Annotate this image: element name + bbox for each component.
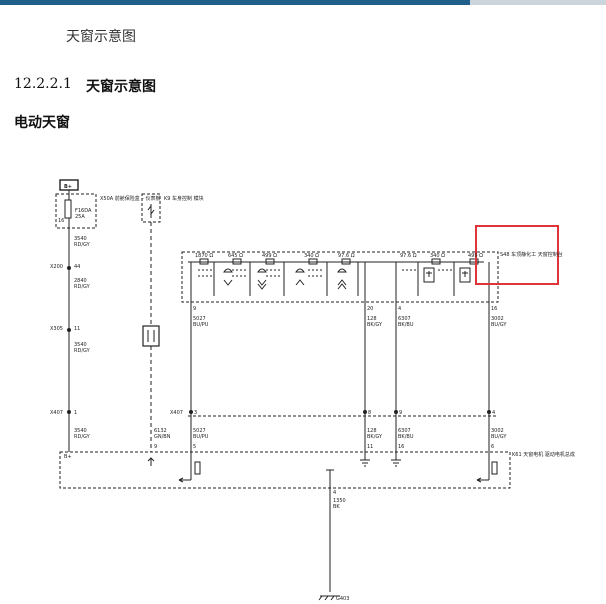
wire-a-color: BU/PU — [193, 322, 209, 328]
wire-bot-num: 3540 — [74, 428, 87, 434]
wire-top-num: 3540 — [74, 236, 87, 242]
bcm-connector — [142, 325, 160, 347]
wire-mid-num: 2840 — [74, 278, 87, 284]
wire-c-color-2: BK/BU — [398, 434, 414, 440]
fuse-rating: 25A — [75, 214, 85, 220]
pin-top: 4 — [398, 306, 401, 312]
wire-low-num: 3540 — [74, 342, 87, 348]
wire-c-num: 6307 — [398, 316, 411, 322]
wire-b-num-2: 128 — [367, 428, 377, 434]
pin-bottom: 6 — [491, 444, 494, 450]
motor-module-box — [59, 451, 511, 489]
pin-x407: 8 — [368, 410, 371, 416]
wire-d-num-2: 3002 — [491, 428, 504, 434]
switch-box — [181, 251, 499, 303]
gnd-wire-num: 1350 — [333, 498, 346, 504]
bcm-label: K9 车身控制 模块 — [164, 195, 204, 202]
wire-b-color: BK/GY — [367, 322, 383, 328]
bcm-wire-color: GN/BN — [154, 434, 171, 440]
pin-x407: 9 — [399, 410, 402, 416]
subsection-title: 电动天窗 — [14, 115, 70, 131]
pin-top: 9 — [193, 306, 196, 312]
pin-bottom: 11 — [367, 444, 373, 450]
res-label: 97.6 Ω — [338, 253, 355, 259]
section-title: 天窗示意图 — [86, 79, 156, 95]
wire-c-color: BK/BU — [398, 322, 414, 328]
wire-c-num-2: 6307 — [398, 428, 411, 434]
res-label: 97.6 Ω — [400, 253, 417, 259]
wire-b-color-2: BK/GY — [367, 434, 383, 440]
highlight-box — [475, 225, 559, 285]
x305-pin: 11 — [74, 326, 80, 332]
fuse-block-box — [55, 193, 97, 229]
pin-x407: 3 — [194, 410, 197, 416]
doc-title: 天窗示意图 — [66, 29, 136, 45]
res-label: 645 Ω — [228, 253, 243, 259]
x407-label-2: X407 — [170, 410, 183, 416]
top-banner-accent — [0, 0, 470, 5]
wire-mid-color: RD/GY — [74, 284, 91, 290]
bplus-small: B+ — [64, 454, 72, 460]
pin-top: 20 — [367, 306, 373, 312]
res-label: 499 Ω — [262, 253, 277, 259]
bcm-wire-num: 6132 — [154, 428, 167, 434]
fuse-id: F16DA — [75, 208, 92, 214]
section-number: 12.2.2.1 — [14, 76, 72, 92]
gnd-wire-color: BK — [333, 504, 340, 510]
switch-label: S48 车顶静化工 天窗控制台 — [500, 251, 563, 258]
res-label: 1870 Ω — [195, 253, 213, 259]
gnd-pin: 4 — [333, 490, 336, 496]
x200-pin: 44 — [74, 264, 80, 270]
ground-label: G403 — [336, 596, 349, 602]
top-banner — [0, 0, 606, 7]
wire-a-color-2: BU/PU — [193, 434, 209, 440]
res-label: 340 Ω — [304, 253, 319, 259]
top-banner-grey — [470, 0, 606, 5]
module-label: K61 天窗电机 驱动电机总成 — [512, 451, 575, 458]
wire-bot-color: RD/GY — [74, 434, 91, 440]
fuse-block-label: X50A 前舱保险盒 – 仪表板 — [100, 195, 160, 202]
fuse-symbol — [64, 199, 72, 219]
wire-low-color: RD/GY — [74, 348, 91, 354]
bcm-pin: 9 — [154, 444, 157, 450]
res-label: 340 Ω — [430, 253, 445, 259]
x200-label: X200 — [50, 264, 63, 270]
pin-top: 16 — [491, 306, 497, 312]
wire-d-color: BU/GY — [491, 322, 507, 328]
wire-a-num-2: 5027 — [193, 428, 206, 434]
x407-label: X407 — [50, 410, 63, 416]
x305-label: X305 — [50, 326, 63, 332]
wire-b-num: 128 — [367, 316, 377, 322]
x407-pin: 1 — [74, 410, 77, 416]
wire-d-color-2: BU/GY — [491, 434, 507, 440]
pin-bottom: 5 — [193, 444, 196, 450]
wire-top-color: RD/GY — [74, 242, 91, 248]
bplus-label: B+ — [64, 184, 72, 190]
res-label: 499 Ω — [468, 253, 483, 259]
pin-bottom: 16 — [398, 444, 404, 450]
wire-d-num: 3002 — [491, 316, 504, 322]
wire-a-num: 5027 — [193, 316, 206, 322]
pin-x407: 4 — [492, 410, 495, 416]
fuse-pin: 16 — [58, 218, 64, 224]
